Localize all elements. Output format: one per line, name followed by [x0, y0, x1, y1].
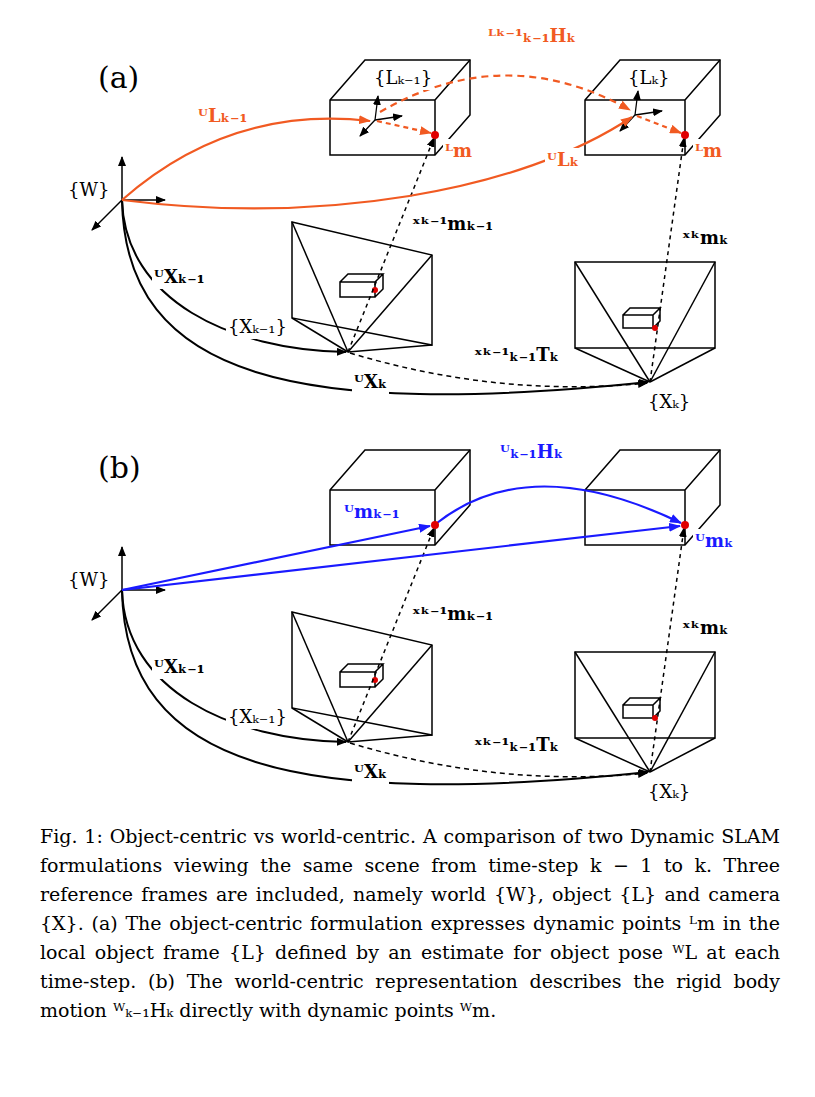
- math-label: ᵂₖ₋₁Hₖ: [498, 440, 565, 464]
- math-label: {Xₖ}: [646, 780, 692, 804]
- math-label: ˣᵏmₖ: [680, 226, 730, 250]
- figure-caption: Fig. 1: Object-centric vs world-centric.…: [40, 822, 780, 1025]
- math-label: ᵂXₖ₋₁: [152, 655, 207, 679]
- math-label: (a): [96, 60, 141, 96]
- math-label: ᵂXₖ: [352, 370, 389, 394]
- math-label: ᵂmₖ₋₁: [342, 500, 402, 524]
- math-label: ˣᵏ⁻¹mₖ₋₁: [410, 602, 495, 626]
- math-label: {Xₖ₋₁}: [226, 705, 289, 729]
- math-label: {Xₖ₋₁}: [226, 315, 289, 339]
- math-label: ᵂmₖ: [693, 529, 735, 553]
- math-label: ˣᵏ⁻¹mₖ₋₁: [410, 212, 495, 236]
- math-label: {Lₖ}: [626, 66, 671, 90]
- math-label: ˣᵏ⁻¹ₖ₋₁Tₖ: [472, 733, 561, 757]
- math-label: ᴸᵏ⁻¹ₖ₋₁Hₖ: [486, 24, 578, 48]
- math-label: {Xₖ}: [646, 390, 692, 414]
- math-label: ˣᵏmₖ: [680, 616, 730, 640]
- math-label: (b): [96, 450, 143, 486]
- math-label: {Lₖ₋₁}: [372, 66, 434, 90]
- math-label: {W}: [66, 568, 111, 592]
- math-label: ᵂLₖ: [545, 148, 581, 172]
- math-label: {W}: [66, 178, 111, 202]
- math-label: ᴸm: [693, 139, 724, 163]
- math-label: ᴸm: [443, 139, 474, 163]
- math-label: ᵂXₖ: [352, 760, 389, 784]
- math-label: ᵂLₖ₋₁: [196, 104, 249, 128]
- math-label: ᵂXₖ₋₁: [152, 265, 207, 289]
- math-label: ˣᵏ⁻¹ₖ₋₁Tₖ: [472, 343, 561, 367]
